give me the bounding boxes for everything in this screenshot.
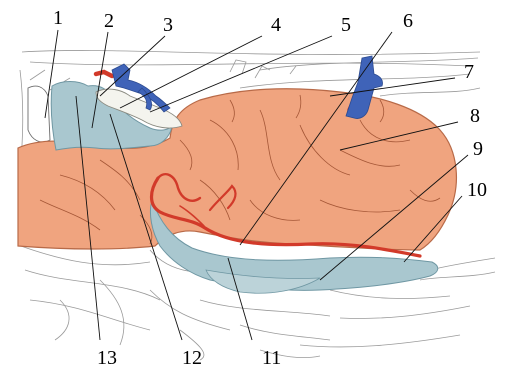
label-12: 12: [182, 347, 202, 369]
label-3: 3: [163, 14, 173, 36]
label-2: 2: [104, 10, 114, 32]
artery-small-top: [96, 72, 112, 76]
label-6: 6: [403, 10, 413, 32]
label-7: 7: [464, 61, 474, 83]
label-13: 13: [97, 347, 117, 369]
label-11: 11: [262, 347, 281, 369]
label-9: 9: [473, 138, 483, 160]
label-10: 10: [467, 179, 487, 201]
label-1: 1: [53, 7, 63, 29]
label-5: 5: [341, 14, 351, 36]
label-4: 4: [271, 14, 281, 36]
label-8: 8: [470, 105, 480, 127]
